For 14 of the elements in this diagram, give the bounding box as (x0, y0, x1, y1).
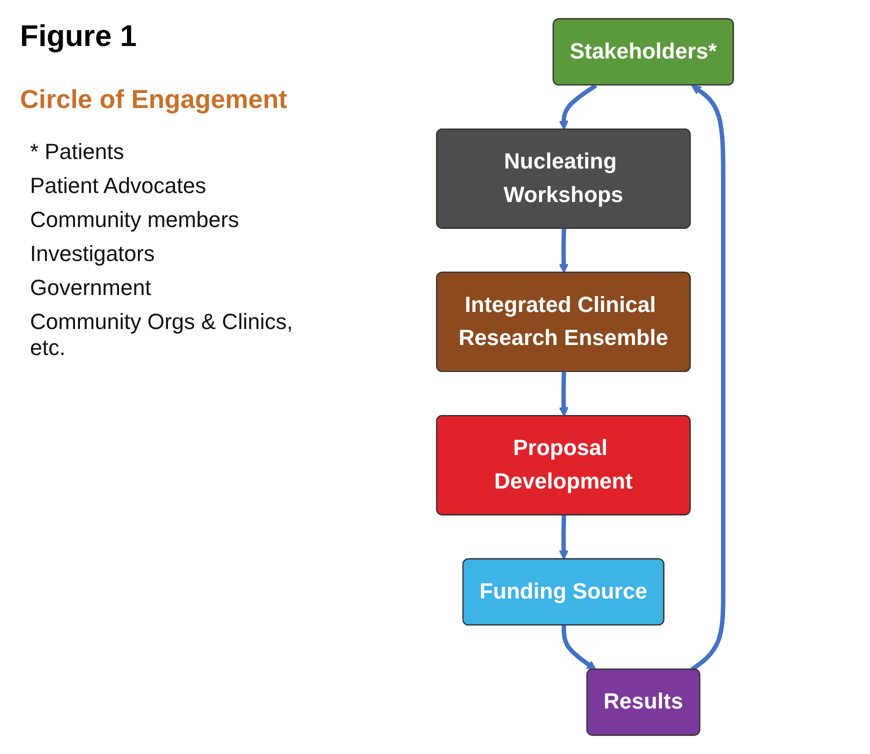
note-text: Community Orgs & Clinics, etc. (30, 309, 294, 361)
arrow (558, 372, 569, 417)
arrow (558, 515, 569, 560)
arrow (562, 625, 596, 670)
note-text: Government (30, 275, 152, 301)
arrow (558, 84, 598, 130)
note-text: * Patients (30, 139, 126, 165)
arrow (690, 85, 726, 672)
arrow (558, 228, 569, 274)
note-text: Community members (30, 207, 240, 233)
diagram-heading: Circle of Engagement (20, 84, 288, 115)
note-text: Patient Advocates (30, 173, 208, 199)
figure-title: Figure 1 (20, 20, 138, 54)
note-text: Investigators (30, 241, 156, 267)
